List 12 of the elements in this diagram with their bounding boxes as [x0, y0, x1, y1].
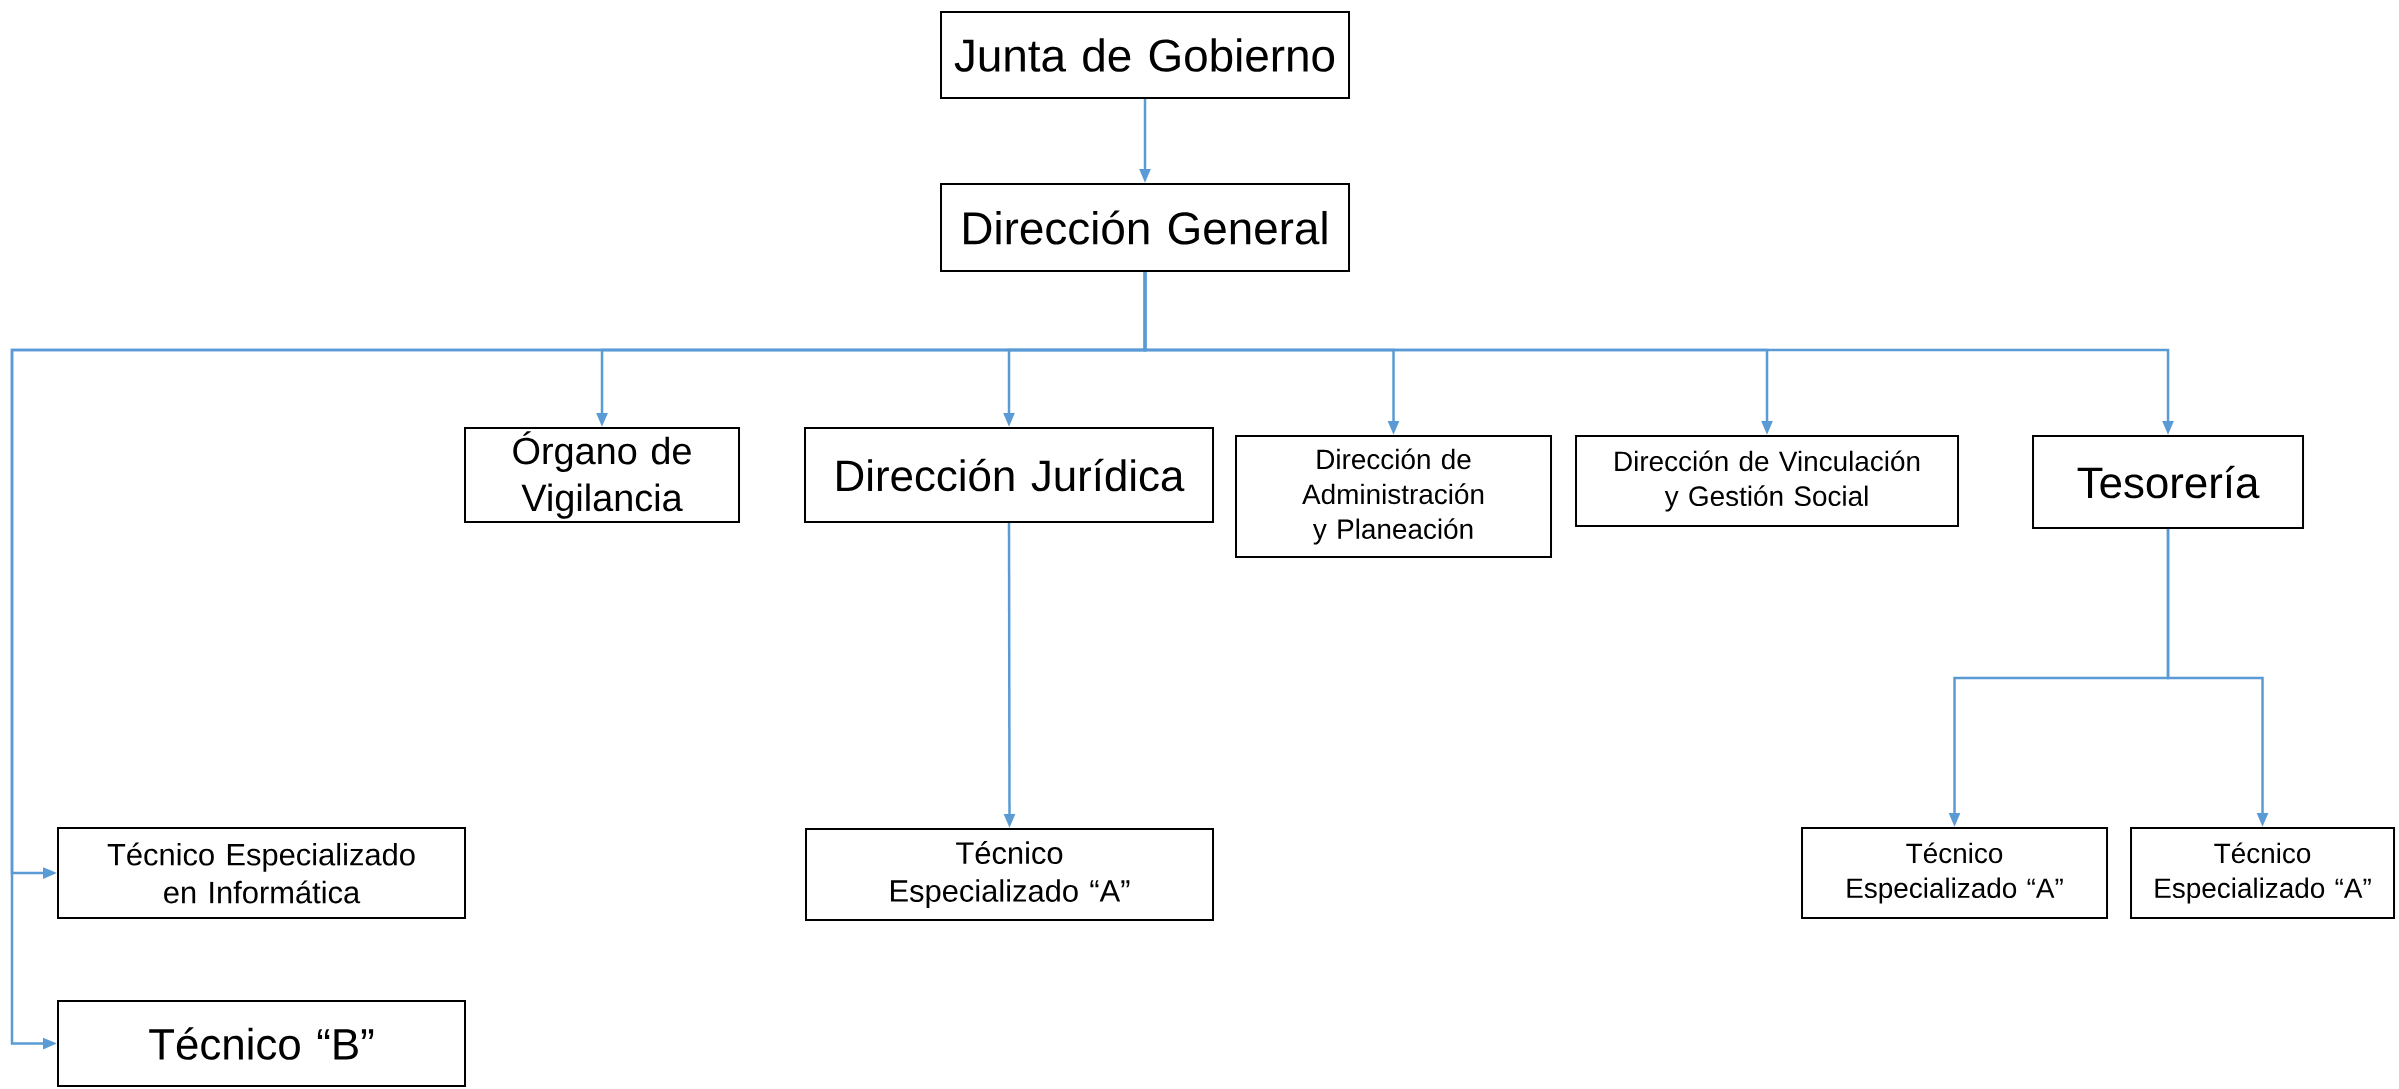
org-box: Dirección General: [940, 183, 1350, 272]
org-box: Técnico Especializado “A”: [1801, 827, 2109, 919]
org-box: Técnico “B”: [57, 1000, 466, 1087]
org-box: Técnico Especializado “A”: [2130, 827, 2396, 919]
org-box: Tesorería: [2032, 435, 2305, 529]
org-box: Dirección de Administración y Planeación: [1235, 435, 1552, 558]
org-box: Dirección de Vinculación y Gestión Social: [1575, 435, 1960, 527]
org-box: Junta de Gobierno: [940, 11, 1350, 99]
org-box: Órgano de Vigilancia: [464, 427, 740, 523]
org-box: Técnico Especializado en Informática: [57, 827, 466, 919]
org-box: Dirección Jurídica: [804, 427, 1214, 523]
org-box: Técnico Especializado “A”: [805, 828, 1214, 921]
